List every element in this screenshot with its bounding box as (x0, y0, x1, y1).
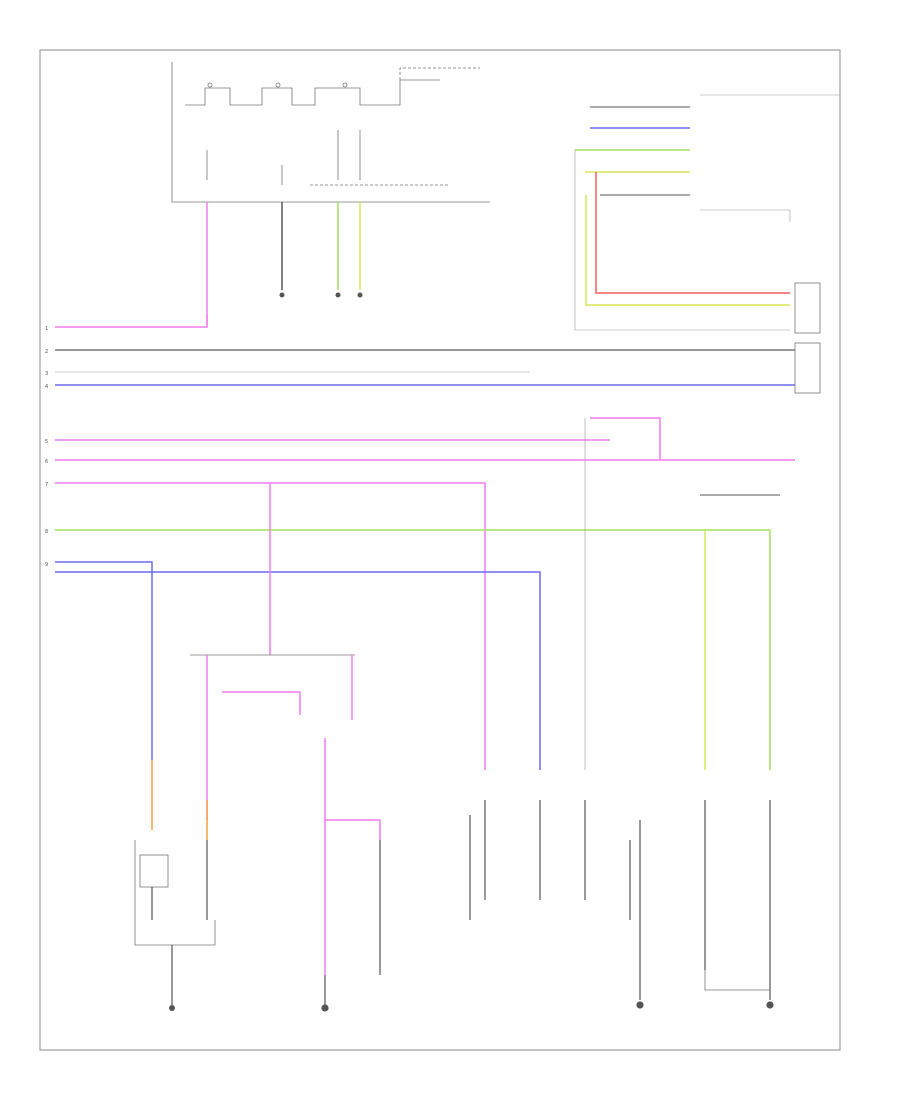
right-lamp-assembly (469, 800, 774, 1009)
pin-label: 1 (45, 326, 48, 332)
left-lamp-assembly (134, 760, 216, 1011)
diagram-frame (39, 49, 841, 1051)
bus-lines (55, 315, 795, 770)
pin-label: 3 (45, 371, 48, 377)
left-pin-numbers: 1 2 3 4 5 6 7 8 9 (45, 326, 48, 568)
pin-label: 5 (45, 439, 48, 445)
switch-panel (171, 62, 490, 203)
pin-label: 9 (45, 562, 48, 568)
pin-label: 4 (45, 384, 48, 390)
central-pink-tree (190, 483, 381, 975)
pin-label: 2 (45, 349, 48, 355)
switch-drops (206, 202, 363, 325)
pin-label: 8 (45, 529, 48, 535)
pin-label: 6 (45, 459, 48, 465)
right-top-connector (574, 94, 840, 394)
pin-label: 7 (45, 482, 48, 488)
center-ground-stack (321, 840, 381, 1012)
right-middle-branch (584, 417, 780, 770)
